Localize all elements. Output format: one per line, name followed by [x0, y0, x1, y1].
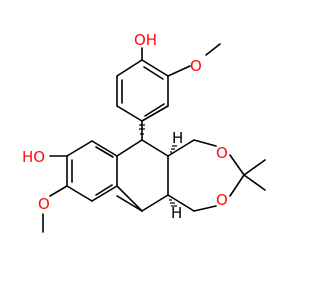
- molecule-diagram: OH O H HO O: [22, 31, 266, 233]
- left-methoxy-o-label: O: [38, 195, 50, 213]
- bond: [193, 205, 217, 212]
- bond: [229, 174, 245, 197]
- stereo-hash-lower: [169, 199, 177, 207]
- dioxepane-ring: [167, 139, 245, 212]
- left-ho-label: HO: [22, 148, 45, 166]
- bond-c-o-methoxy: [167, 65, 191, 77]
- bond-ring-to-ch2: [116, 185, 143, 212]
- bond: [91, 185, 118, 202]
- bond: [141, 59, 169, 77]
- bond: [66, 140, 93, 157]
- bond-o-ch3: [205, 43, 221, 56]
- bond: [141, 105, 169, 122]
- bond: [193, 139, 217, 147]
- bond: [167, 194, 195, 212]
- aryl-ring-left: [66, 140, 118, 202]
- double-bond: [95, 184, 113, 196]
- bond: [116, 59, 143, 77]
- ring-o-lower-label: O: [216, 191, 228, 209]
- stereo-h-upper: H: [172, 129, 183, 147]
- double-bond: [144, 103, 165, 117]
- bond-methyl-2: [243, 174, 266, 191]
- bond: [229, 154, 245, 176]
- bond: [116, 195, 143, 212]
- bond-methyl-1: [243, 159, 266, 176]
- bond: [116, 139, 143, 157]
- bond: [167, 139, 195, 157]
- top-oh-label: OH: [134, 31, 157, 49]
- stereo-h-lower: H: [171, 204, 182, 222]
- stereo-hash-upper: [170, 145, 177, 153]
- aryl-ring-top: [116, 59, 169, 122]
- top-methoxy-o-label: O: [190, 57, 202, 75]
- bond: [141, 194, 169, 212]
- double-bond: [143, 66, 164, 80]
- ring-o-upper-label: O: [216, 144, 228, 162]
- bond: [91, 140, 118, 157]
- bond-c-o-methoxy-left: [49, 185, 68, 197]
- central-ring: [116, 139, 169, 212]
- bond: [141, 139, 169, 157]
- double-bond: [95, 146, 114, 158]
- bond: [116, 105, 143, 122]
- bond: [66, 185, 93, 202]
- stereo-hash-c9: [139, 124, 145, 135]
- structure-canvas: OH O H HO O: [22, 31, 266, 233]
